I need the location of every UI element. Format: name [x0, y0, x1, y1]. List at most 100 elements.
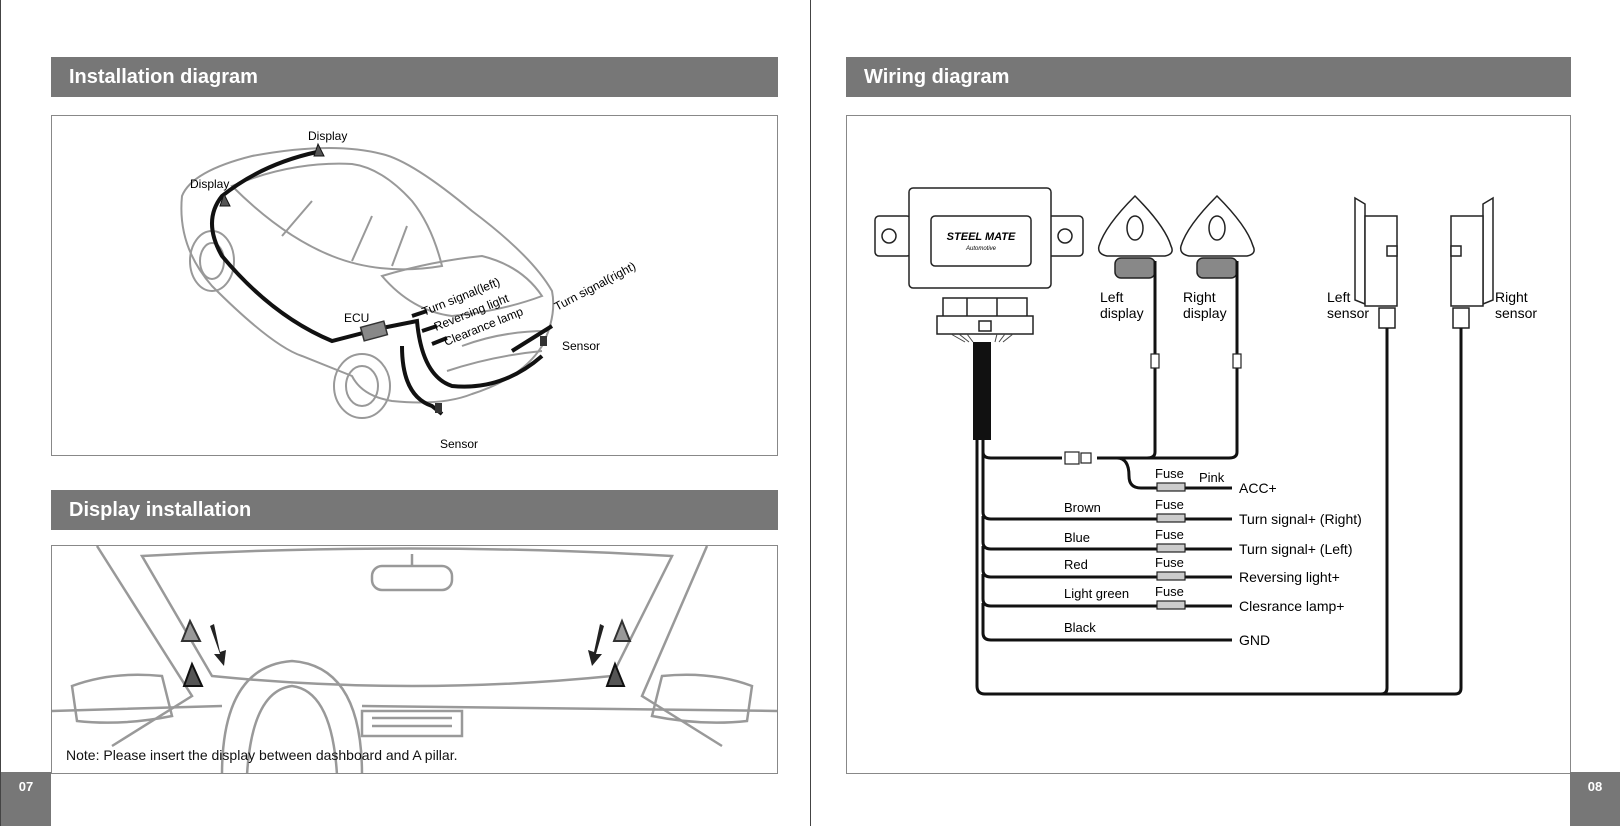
- left-display-unit: [1097, 194, 1173, 279]
- fuse-turn-left: [1156, 543, 1186, 553]
- label-display-side: Display: [190, 177, 229, 191]
- fuse-label-clearance: Fuse: [1155, 584, 1184, 599]
- car-window-line: [281, 200, 408, 267]
- fuse-reversing: [1156, 571, 1186, 581]
- wiring-diagram-frame: STEEL MATE Automotive Left display Right…: [846, 115, 1571, 774]
- wire-blue: [981, 516, 1232, 551]
- side-mirror-left: [70, 673, 174, 724]
- fuse-label-acc: Fuse: [1155, 466, 1184, 481]
- rear-view-mirror: [370, 564, 454, 592]
- wire-color-brown: Brown: [1064, 500, 1101, 515]
- arrow-left-icon: [210, 624, 226, 666]
- side-mirror-right: [650, 673, 754, 724]
- display-installation-title: Display installation: [69, 499, 252, 521]
- steering-wheel: [220, 659, 364, 773]
- rear-wheel: [333, 353, 391, 419]
- wire-color-black: Black: [1064, 620, 1096, 635]
- label-turn-right: Turn signal(right): [552, 259, 638, 314]
- wiring-diagram-header: Wiring diagram: [846, 57, 1571, 97]
- left-sensor-label-1: Left: [1327, 289, 1350, 305]
- car-roof: [230, 162, 444, 271]
- installation-diagram-frame: Display Display ECU Turn signal(left) Re…: [51, 115, 778, 456]
- ecu-unit: [874, 187, 1084, 335]
- page-number-right: 08: [1570, 772, 1620, 826]
- fuse-label-reversing: Fuse: [1155, 555, 1184, 570]
- right-sensor-cable: [1317, 328, 1463, 696]
- arrow-right-icon: [588, 624, 604, 666]
- right-sensor-label-2: sensor: [1495, 305, 1537, 321]
- display-installation-note: Note: Please insert the display between …: [66, 747, 458, 763]
- terminal-reversing: Reversing light+: [1239, 569, 1340, 585]
- terminal-acc: ACC+: [1239, 480, 1277, 496]
- windshield: [139, 547, 674, 688]
- wire-color-lightgreen: Light green: [1064, 586, 1129, 601]
- brand-subtitle: Automotive: [965, 246, 997, 252]
- wire-red: [981, 546, 1232, 579]
- display-right-lower-icon: [605, 661, 626, 687]
- display-left-lower-icon: [182, 661, 204, 687]
- display-installation-frame: Note: Please insert the display between …: [51, 545, 778, 774]
- installation-diagram-title: Installation diagram: [69, 66, 258, 88]
- display-connector-line: [981, 440, 1062, 460]
- display-top-icon: [313, 142, 325, 157]
- display-side-icon: [219, 192, 231, 207]
- trunk: [446, 330, 548, 372]
- left-sensor-label-2: sensor: [1327, 305, 1369, 321]
- display-installation-header: Display installation: [51, 490, 778, 530]
- wiring-diagram-title: Wiring diagram: [864, 66, 1010, 88]
- dashboard-line: [52, 704, 777, 713]
- label-sensor-bottom: Sensor: [440, 437, 478, 451]
- right-display-label-2: display: [1183, 305, 1227, 321]
- left-display-label-2: display: [1100, 305, 1144, 321]
- left-display-label-1: Left: [1100, 289, 1123, 305]
- page-number-left: 07: [1, 772, 51, 826]
- display-cable: [210, 150, 383, 344]
- right-sensor-unit: [1450, 196, 1494, 329]
- right-page: Wiring diagram STEEL MATE Automotive: [810, 0, 1620, 826]
- wire-pink: [1116, 456, 1232, 490]
- terminal-gnd: GND: [1239, 632, 1270, 648]
- fuse-label-turn-right: Fuse: [1155, 497, 1184, 512]
- harness-main: [381, 318, 544, 389]
- right-display-unit: [1179, 194, 1255, 279]
- harness-lower: [400, 345, 444, 416]
- car-installation-illustration: Display Display ECU Turn signal(left) Re…: [180, 129, 638, 451]
- display-right-upper-icon: [612, 618, 632, 642]
- terminal-turn-right: Turn signal+ (Right): [1239, 511, 1362, 527]
- right-display-cable: [1097, 261, 1239, 460]
- right-display-label-1: Right: [1183, 289, 1216, 305]
- fuses: [1156, 482, 1186, 610]
- fuse-clearance: [1156, 600, 1186, 610]
- wiring-diagram-illustration: STEEL MATE Automotive Left display Right…: [874, 187, 1537, 696]
- sensor-right-icon: [540, 336, 547, 346]
- left-sensor-unit: [1354, 196, 1398, 329]
- wire-brown: [981, 440, 1232, 521]
- left-page: Installation diagram: [0, 0, 778, 826]
- label-ecu: ECU: [344, 311, 369, 325]
- fuse-acc: [1156, 482, 1186, 492]
- a-pillar-right: [640, 546, 723, 748]
- wire-color-pink: Pink: [1199, 470, 1225, 485]
- terminal-turn-left: Turn signal+ (Left): [1239, 541, 1352, 557]
- center-vent: [360, 709, 464, 738]
- wire-color-blue: Blue: [1064, 530, 1090, 545]
- rear-window: [380, 254, 544, 318]
- label-display-top: Display: [308, 129, 347, 143]
- left-sensor-cable: [975, 328, 1389, 696]
- installation-diagram-header: Installation diagram: [51, 57, 778, 97]
- wire-lightgreen: [981, 574, 1232, 608]
- fuse-turn-right: [1156, 513, 1186, 523]
- turn-right-wire: [510, 324, 554, 353]
- wire-color-red: Red: [1064, 557, 1088, 572]
- fuse-label-turn-left: Fuse: [1155, 527, 1184, 542]
- label-sensor-right: Sensor: [562, 339, 600, 353]
- sensor-bottom-icon: [435, 403, 442, 413]
- harness-bundle: [973, 342, 991, 440]
- display-left-upper-icon: [180, 618, 202, 642]
- dashboard-illustration: [52, 546, 777, 773]
- brand-logo: STEEL MATE: [947, 231, 1016, 243]
- right-sensor-label-1: Right: [1495, 289, 1528, 305]
- terminal-clearance: Clesrance lamp+: [1239, 598, 1344, 614]
- wire-black: [981, 603, 1232, 642]
- a-pillar-left: [95, 546, 194, 748]
